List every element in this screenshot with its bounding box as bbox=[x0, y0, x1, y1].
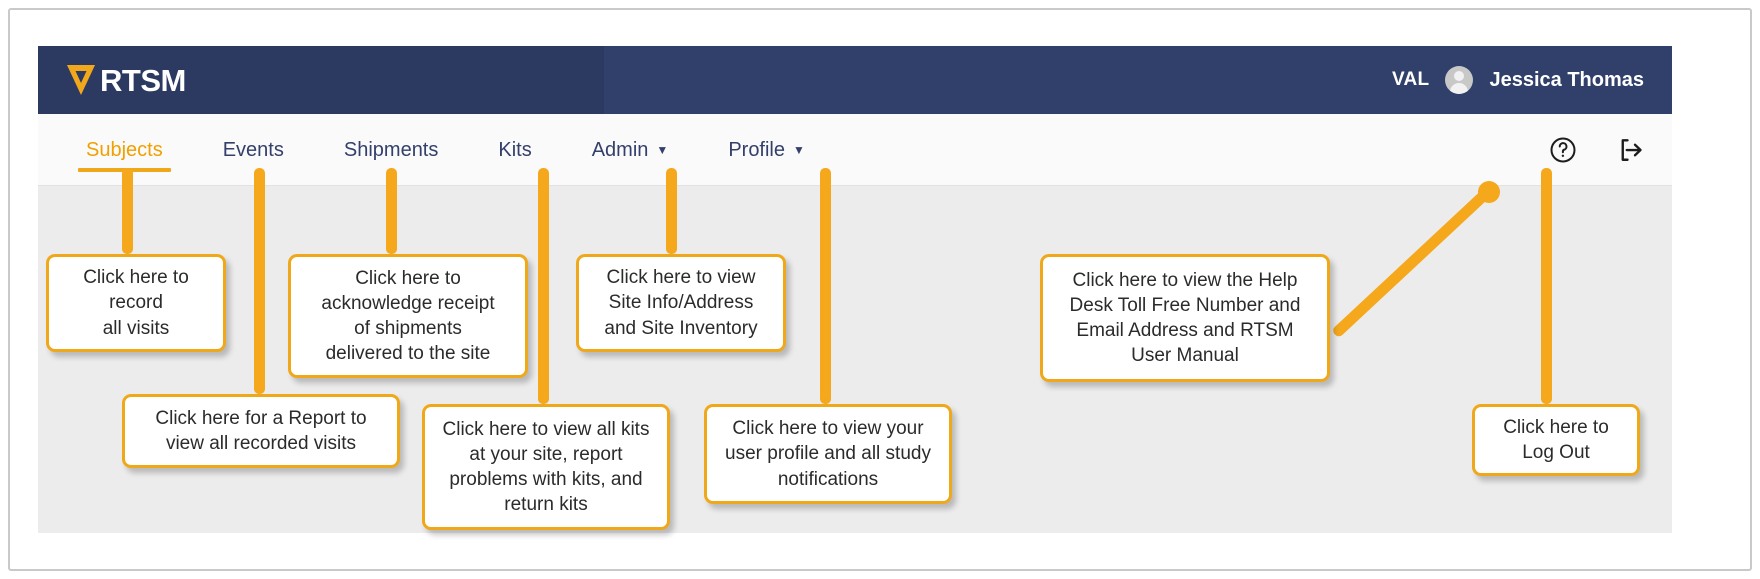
callout-shipments: Click here to acknowledge receipt of shi… bbox=[288, 254, 528, 378]
nav-item-admin[interactable]: Admin ▼ bbox=[574, 114, 687, 186]
app-header: RTSM VAL Jessica Thomas bbox=[38, 46, 1672, 114]
user-name-label[interactable]: Jessica Thomas bbox=[1489, 68, 1644, 91]
rtsm-application-screenshot: RTSM VAL Jessica Thomas Subjects Events … bbox=[38, 46, 1710, 533]
logout-icon[interactable] bbox=[1616, 135, 1646, 165]
connector-events bbox=[254, 168, 265, 394]
header-user-area: VAL Jessica Thomas bbox=[1392, 46, 1644, 114]
nav-item-label: Kits bbox=[498, 138, 532, 161]
connector-admin bbox=[666, 168, 677, 254]
nav-item-label: Subjects bbox=[86, 138, 163, 161]
callout-kits: Click here to view all kits at your site… bbox=[422, 404, 670, 530]
help-icon[interactable] bbox=[1548, 135, 1578, 165]
connector-help-dot bbox=[1478, 181, 1500, 203]
header-panel-accent bbox=[604, 46, 1672, 114]
connector-logout bbox=[1541, 168, 1552, 404]
app-logo[interactable]: RTSM bbox=[66, 46, 186, 114]
veeva-v-logo-icon bbox=[66, 63, 96, 97]
nav-item-label: Shipments bbox=[343, 138, 439, 161]
nav-item-shipments[interactable]: Shipments bbox=[326, 114, 457, 186]
nav-item-events[interactable]: Events bbox=[205, 114, 302, 186]
connector-profile bbox=[820, 168, 831, 404]
chevron-down-icon: ▼ bbox=[793, 143, 805, 157]
connector-subjects bbox=[122, 168, 133, 254]
nav-item-label: Admin bbox=[591, 138, 649, 161]
callout-logout: Click here to Log Out bbox=[1472, 404, 1640, 476]
nav-utility-icons bbox=[1548, 114, 1646, 186]
callout-help: Click here to view the Help Desk Toll Fr… bbox=[1040, 254, 1330, 382]
connector-shipments bbox=[386, 168, 397, 254]
nav-item-label: Events bbox=[222, 138, 284, 161]
nav-item-profile[interactable]: Profile ▼ bbox=[710, 114, 823, 186]
callout-profile: Click here to view your user profile and… bbox=[704, 404, 952, 504]
user-avatar-icon[interactable] bbox=[1445, 66, 1474, 94]
nav-item-label: Profile bbox=[728, 138, 786, 161]
nav-items: Subjects Events Shipments Kits Admin ▼ P… bbox=[68, 114, 847, 186]
chevron-down-icon: ▼ bbox=[656, 143, 669, 157]
callout-events: Click here for a Report to view all reco… bbox=[122, 394, 400, 468]
environment-badge: VAL bbox=[1391, 69, 1430, 90]
callout-admin: Click here to view Site Info/Address and… bbox=[576, 254, 786, 352]
nav-item-kits[interactable]: Kits bbox=[480, 114, 549, 186]
main-navigation-bar: Subjects Events Shipments Kits Admin ▼ P… bbox=[38, 114, 1672, 186]
callout-subjects: Click here to record all visits bbox=[46, 254, 226, 352]
app-logo-text: RTSM bbox=[100, 62, 186, 98]
connector-kits bbox=[538, 168, 549, 404]
